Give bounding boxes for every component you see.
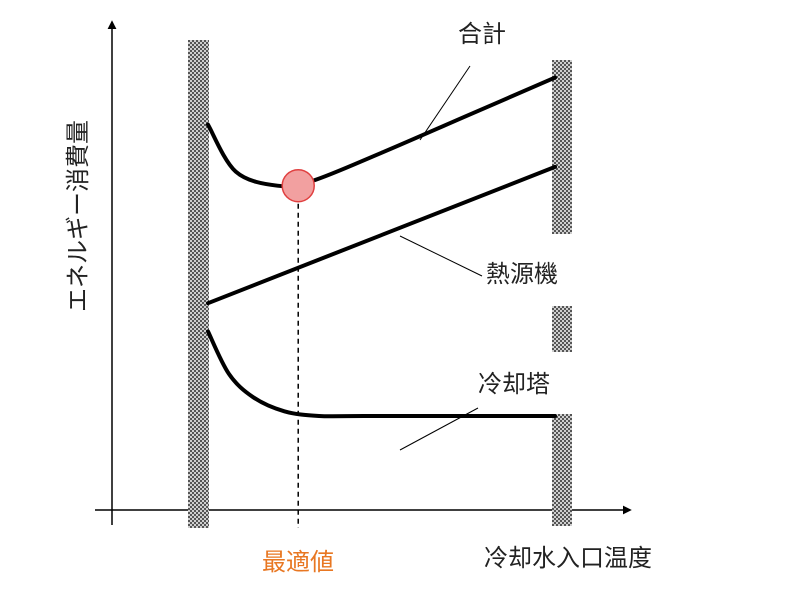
right-boundary-bar-bottom	[552, 414, 572, 526]
optimum-label: 最適値	[262, 548, 334, 576]
series-label-heat-source: 熱源機	[486, 260, 558, 288]
series-group	[206, 75, 557, 419]
optimum-marker	[281, 168, 315, 203]
y-axis-label: エネルギー消費量	[64, 120, 92, 312]
right-boundary-bar-top	[552, 60, 572, 234]
x-axis-label: 冷却水入口温度	[484, 544, 652, 572]
leader-line-total	[419, 65, 471, 141]
series-line-total	[206, 75, 557, 189]
leader-line-heat-source	[399, 235, 483, 277]
right-boundary-bar-mid	[552, 306, 572, 352]
series-line-cooling-tower	[206, 329, 557, 419]
left-boundary-bar	[188, 40, 209, 528]
series-label-total: 合計	[458, 20, 506, 48]
series-label-cooling-tower: 冷却塔	[478, 370, 550, 398]
leader-line-cooling-tower	[399, 407, 479, 451]
series-line-heat-source	[206, 164, 557, 306]
